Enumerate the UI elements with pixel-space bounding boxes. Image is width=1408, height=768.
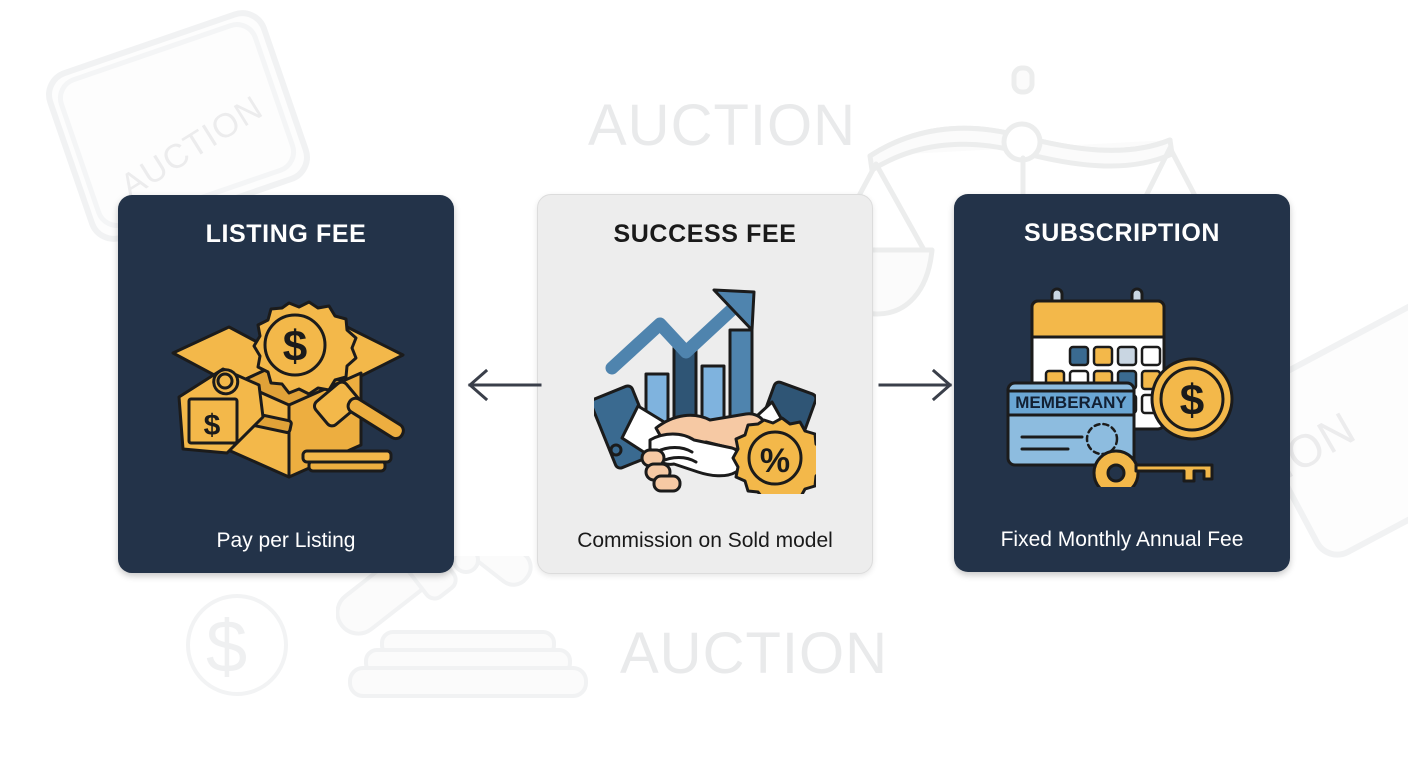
- card-success-fee-title: SUCCESS FEE: [613, 220, 797, 248]
- card-listing-fee-caption: Pay per Listing: [216, 528, 356, 552]
- card-success-fee-caption: Commission on Sold model: [577, 528, 833, 552]
- card-success-fee[interactable]: SUCCESS FEE: [537, 194, 873, 574]
- card-subscription-title: SUBSCRIPTION: [1023, 219, 1221, 247]
- card-success-fee-art: %: [552, 249, 858, 528]
- dollar-coin-watermark-symbol: $: [206, 605, 249, 688]
- membership-card-label: MEMBERANY: [1015, 393, 1127, 412]
- arrow-right-icon: [878, 368, 953, 402]
- card-listing-fee-art: $ $: [132, 249, 440, 528]
- dollar-symbol-tag: $: [204, 409, 221, 442]
- dollar-symbol-badge: $: [283, 322, 307, 371]
- auction-word-bottom-watermark: AUCTION: [620, 621, 888, 686]
- auction-sign-left-label: AUCTION: [113, 88, 270, 206]
- handshake-growth-chart-percent-icon: %: [594, 288, 816, 495]
- card-listing-fee[interactable]: LISTING FEE: [118, 195, 454, 573]
- percent-symbol-badge: %: [760, 442, 790, 480]
- dollar-coin-watermark-icon: [186, 594, 288, 696]
- arrow-left-icon: [467, 368, 542, 402]
- dollar-symbol-coin: $: [1180, 376, 1204, 425]
- card-listing-fee-title: LISTING FEE: [205, 220, 367, 248]
- box-with-price-tag-and-gavel-icon: $ $: [171, 300, 405, 479]
- auction-word-top-watermark: AUCTION: [588, 93, 856, 158]
- card-subscription-art: $ MEMBERANY: [968, 248, 1276, 527]
- gavel-watermark-icon: [336, 556, 588, 698]
- card-subscription-caption: Fixed Monthly Annual Fee: [1000, 527, 1244, 551]
- calendar-membership-card-key-coin-icon: $ MEMBERANY: [1006, 287, 1234, 488]
- card-subscription[interactable]: SUBSCRIPTION: [954, 194, 1290, 572]
